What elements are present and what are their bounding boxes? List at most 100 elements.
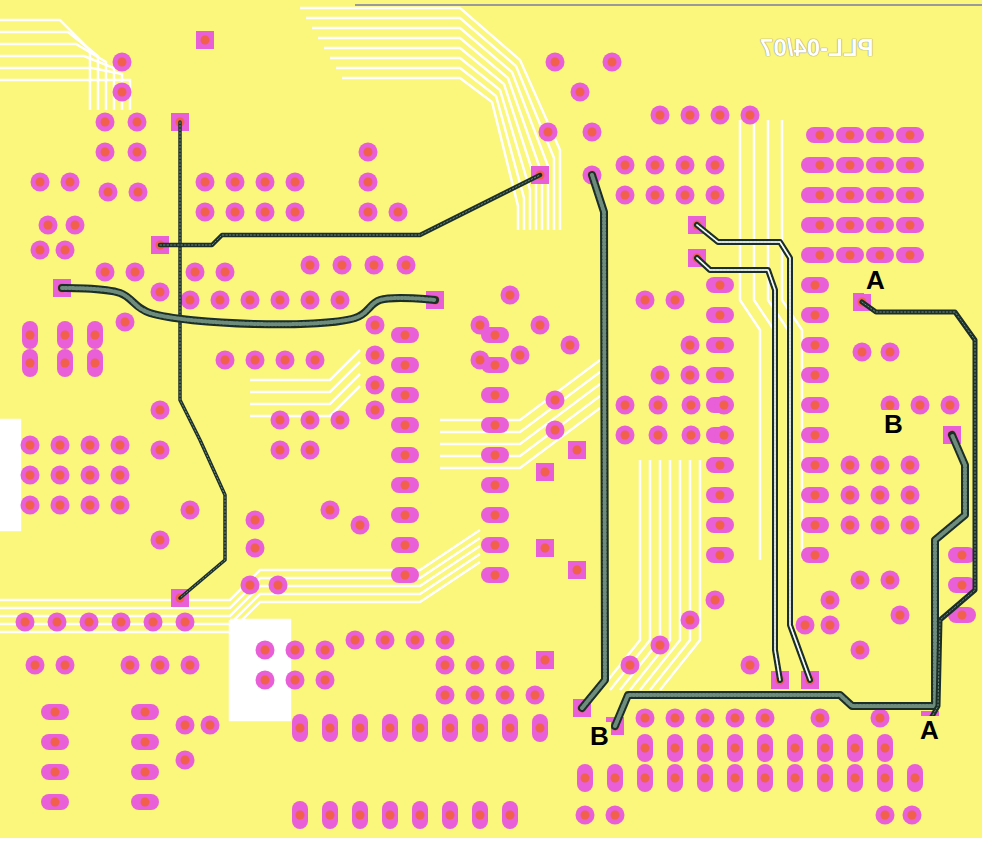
solder-pad (129, 183, 148, 202)
oval-pad (836, 247, 864, 263)
round-pad (741, 656, 760, 675)
drill-hole (641, 296, 650, 305)
oval-pad (41, 794, 69, 810)
drill-hole (531, 691, 540, 700)
solder-pad (821, 591, 840, 610)
round-pad (286, 671, 305, 690)
round-pad (881, 343, 900, 362)
solder-pad (676, 156, 695, 175)
round-pad (301, 291, 320, 310)
pin-label: B (882, 410, 905, 438)
drill-hole (491, 571, 500, 580)
drill-hole (573, 566, 582, 575)
drill-hole (394, 208, 403, 217)
solder-pad (577, 764, 593, 792)
round-pad (851, 641, 870, 660)
drill-hole (588, 128, 597, 137)
solder-pad (389, 203, 408, 222)
solder-pad (715, 426, 734, 445)
oval-pad (22, 321, 38, 349)
drill-hole (321, 676, 330, 685)
solder-pad (866, 187, 894, 203)
solder-pad (196, 203, 215, 222)
oval-pad (757, 764, 773, 792)
solder-pad (316, 641, 335, 660)
drill-hole (687, 431, 696, 440)
oval-pad (727, 764, 743, 792)
solder-pad (226, 173, 245, 192)
round-pad (316, 641, 335, 660)
round-pad (196, 173, 215, 192)
round-pad (56, 656, 75, 675)
drill-hole (61, 246, 70, 255)
oval-pad (57, 321, 73, 349)
round-pad (546, 391, 565, 410)
drill-hole (846, 491, 855, 500)
solder-pad (841, 486, 860, 505)
bus-trace (336, 68, 524, 230)
wire-hatch (180, 122, 225, 598)
drill-hole (416, 724, 425, 733)
solder-pad (96, 143, 115, 162)
drill-hole (149, 618, 158, 627)
oval-pad (442, 714, 458, 742)
solder-pad (286, 671, 305, 690)
round-pad (841, 486, 860, 505)
oval-pad (502, 714, 518, 742)
drill-hole (326, 811, 335, 820)
solder-pad (666, 291, 685, 310)
drill-hole (181, 721, 190, 730)
clear-area (0, 420, 20, 530)
drill-hole (364, 148, 373, 157)
round-pad (496, 656, 515, 675)
round-pad (359, 173, 378, 192)
drill-hole (846, 251, 855, 260)
solder-pad (301, 291, 320, 310)
solder-pad (442, 714, 458, 742)
solder-pad (681, 611, 700, 630)
round-pad (511, 346, 530, 365)
solder-pad (41, 764, 69, 780)
round-pad (181, 501, 200, 520)
drill-hole (958, 581, 967, 590)
label-holder: B (588, 722, 611, 750)
solder-pad (391, 387, 419, 403)
wire-trace (697, 258, 780, 680)
solder-pad (836, 187, 864, 203)
solder-pad (636, 709, 655, 728)
drill-hole (846, 191, 855, 200)
solder-pad (382, 801, 398, 829)
solder-pad (502, 801, 518, 829)
drill-hole (471, 661, 480, 670)
drill-hole (906, 491, 915, 500)
round-pad (756, 709, 775, 728)
solder-pad (876, 806, 895, 825)
solder-pad (131, 704, 159, 720)
solder-pad (706, 517, 734, 533)
round-pad (651, 106, 670, 125)
round-pad (271, 411, 290, 430)
bus-trace (318, 38, 542, 230)
solder-pad (466, 686, 485, 705)
oval-pad (806, 247, 834, 263)
solder-pad (87, 321, 103, 349)
round-pad (651, 366, 670, 385)
solder-pad (896, 127, 924, 143)
solder-pad (636, 291, 655, 310)
solder-pad (181, 656, 200, 675)
solder-pad (817, 734, 833, 762)
solder-pad (481, 417, 509, 433)
round-pad (901, 486, 920, 505)
solder-pad (877, 764, 893, 792)
drill-hole (501, 691, 510, 700)
drill-hole (491, 511, 500, 520)
drill-hole (116, 501, 125, 510)
drill-hole (886, 401, 895, 410)
solder-pad (151, 441, 170, 460)
round-pad (466, 686, 485, 705)
drill-hole (326, 506, 335, 515)
round-pad (211, 291, 230, 310)
round-pad (682, 396, 701, 415)
solder-pad (801, 307, 829, 323)
square-pad (536, 651, 554, 669)
